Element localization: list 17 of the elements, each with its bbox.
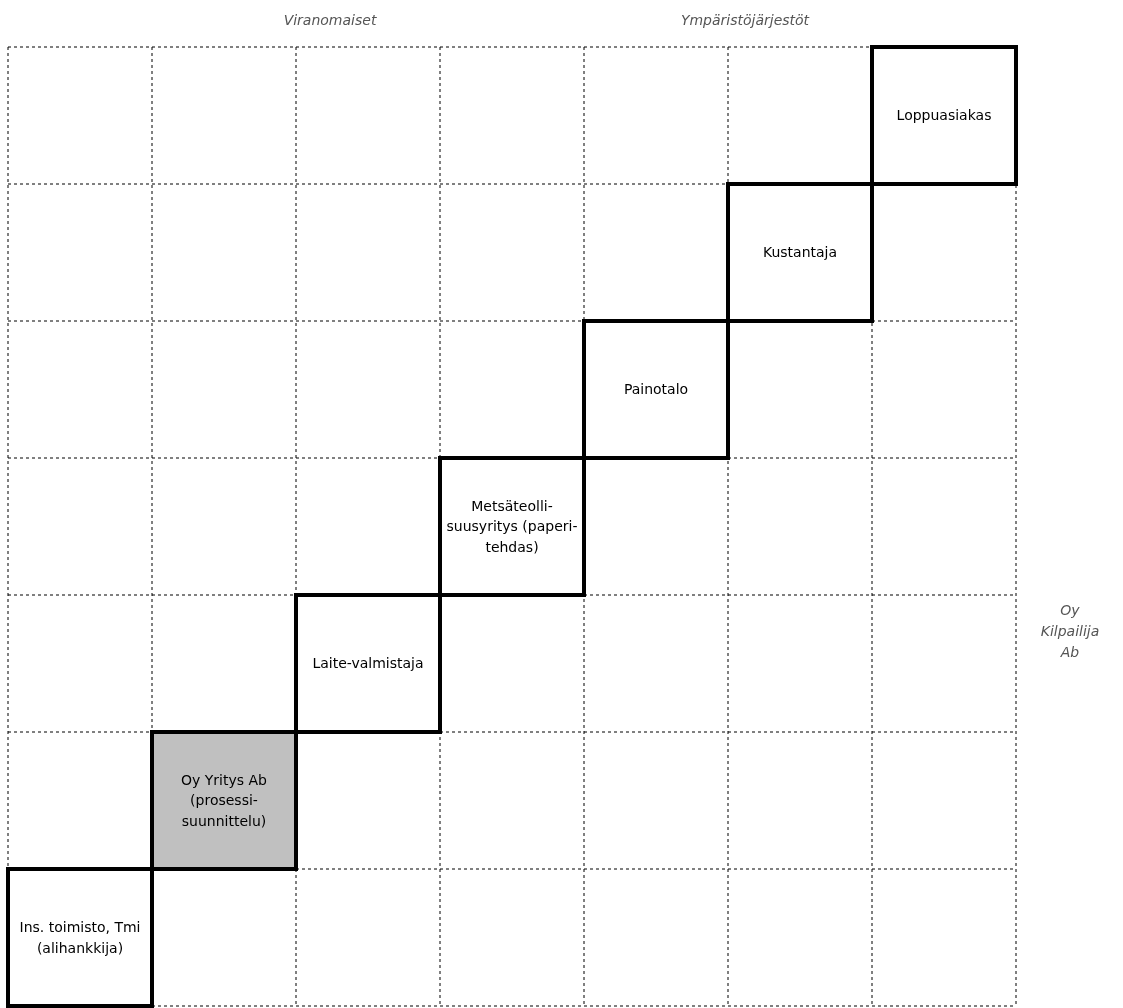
process-box [6,867,154,1008]
box-label: Laite-valmistaja [312,654,424,674]
box-label: Painotalo [623,380,689,400]
box-label: Kustantaja [762,243,838,263]
process-box [438,456,586,597]
process-box [294,593,442,734]
process-box [870,45,1018,186]
stakeholder-label: Viranomaiset [282,11,378,30]
stakeholder-label: Ympäristöjärjestöt [679,11,811,30]
box-label: Loppuasiakas [896,106,992,126]
box-label: Metsäteolli-suusyritys (paperi-tehdas) [446,497,578,557]
process-box [150,730,298,871]
process-box [582,319,730,460]
process-box [726,182,874,323]
box-label: Oy Yritys Ab (prosessi-suunnittelu) [180,771,268,831]
stakeholder-label: Oy Kilpailija Ab [1039,601,1101,662]
box-label: Ins. toimisto, Tmi (alihankkija) [18,918,142,958]
